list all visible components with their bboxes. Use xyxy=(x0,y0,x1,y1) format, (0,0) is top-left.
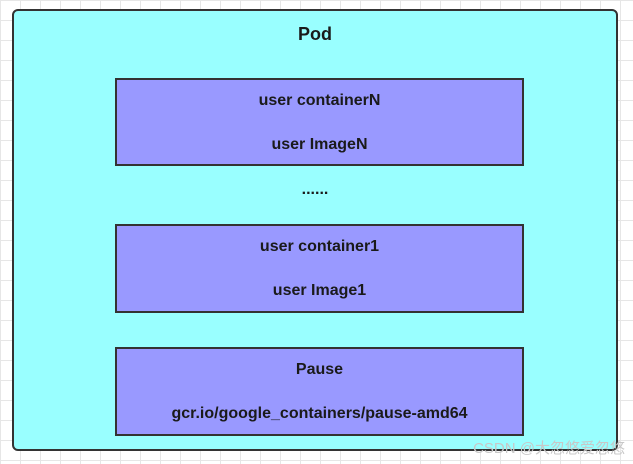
csdn-watermark: CSDN @大忽悠爱忽悠 xyxy=(473,440,625,457)
pause-container-image: gcr.io/google_containers/pause-amd64 xyxy=(171,405,468,422)
container-n-name: user containerN xyxy=(258,92,381,109)
pod-box: Pod user containerN user ImageN ...... u… xyxy=(12,9,618,451)
ellipsis-label: ...... xyxy=(301,181,329,198)
pause-container-name: Pause xyxy=(295,361,344,378)
container-n-image: user ImageN xyxy=(271,136,368,153)
container-1-name: user container1 xyxy=(259,238,380,255)
container-box-1: user container1 user Image1 xyxy=(115,224,524,313)
container-1-image: user Image1 xyxy=(272,282,367,299)
pod-title: Pod xyxy=(298,24,332,44)
container-box-n: user containerN user ImageN xyxy=(115,78,524,166)
pause-container-box: Pause gcr.io/google_containers/pause-amd… xyxy=(115,347,524,436)
